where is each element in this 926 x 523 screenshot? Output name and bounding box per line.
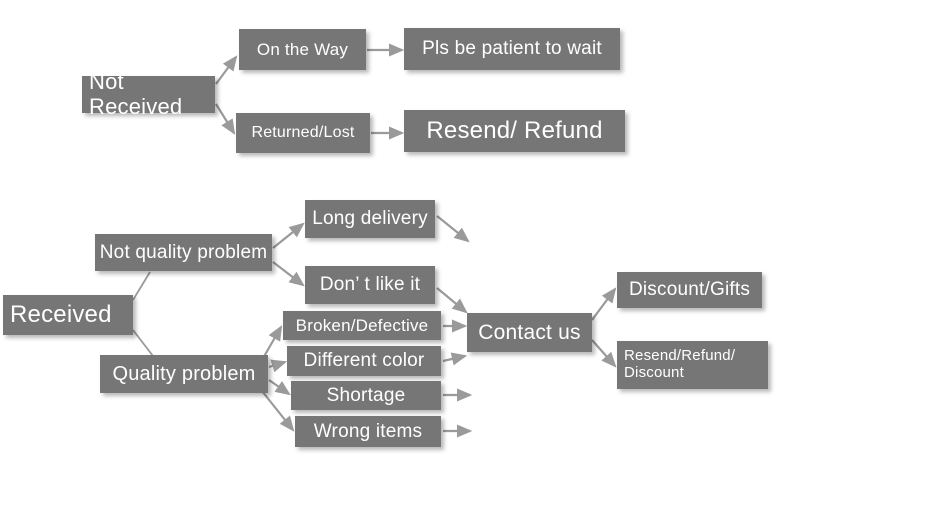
node-not-received[interactable]: Not Received	[82, 69, 215, 118]
node-discount-gifts[interactable]: Discount/Gifts	[617, 272, 762, 308]
connector-received-to-not-quality-problem	[132, 271, 151, 301]
connector-quality-to-wrong-items	[261, 390, 295, 432]
node-returned-lost[interactable]: Returned/Lost	[236, 113, 370, 153]
node-on-the-way[interactable]: On the Way	[239, 29, 366, 70]
connector-not-quality-to-dont-like-it	[272, 261, 305, 287]
connector-not-received-to-on-the-way	[215, 55, 238, 85]
node-different-color[interactable]: Different color	[287, 346, 441, 376]
node-received[interactable]: Received	[3, 295, 133, 335]
node-long-delivery[interactable]: Long delivery	[305, 200, 435, 238]
node-resend-refund-disc[interactable]: Resend/Refund/ Discount	[617, 341, 768, 389]
node-contact-us[interactable]: Contact us	[467, 313, 592, 352]
connector-quality-to-shortage	[268, 379, 291, 396]
node-quality-problem[interactable]: Quality problem	[100, 355, 268, 393]
node-resend-refund[interactable]: Resend/ Refund	[404, 110, 625, 152]
connector-long-delivery-to-contact-us	[436, 215, 470, 243]
node-pls-be-patient[interactable]: Pls be patient to wait	[404, 28, 620, 70]
node-dont-like-it[interactable]: Don’ t like it	[305, 266, 435, 304]
node-broken-defective[interactable]: Broken/Defective	[283, 311, 441, 340]
connector-different-color-to-contact-us	[442, 352, 468, 366]
connector-contact-us-to-resend-refund-disc	[591, 339, 617, 368]
connector-dont-like-it-to-contact-us	[436, 287, 468, 314]
node-shortage[interactable]: Shortage	[291, 381, 441, 410]
connector-quality-to-different-color	[268, 359, 288, 373]
node-not-quality-problem[interactable]: Not quality problem	[95, 234, 272, 271]
connector-not-received-to-returned-lost	[215, 103, 236, 135]
connector-contact-us-to-discount-gifts	[591, 287, 617, 321]
node-wrong-items[interactable]: Wrong items	[295, 416, 441, 447]
connector-not-quality-to-long-delivery	[272, 222, 305, 249]
connector-received-to-quality-problem	[132, 329, 154, 357]
